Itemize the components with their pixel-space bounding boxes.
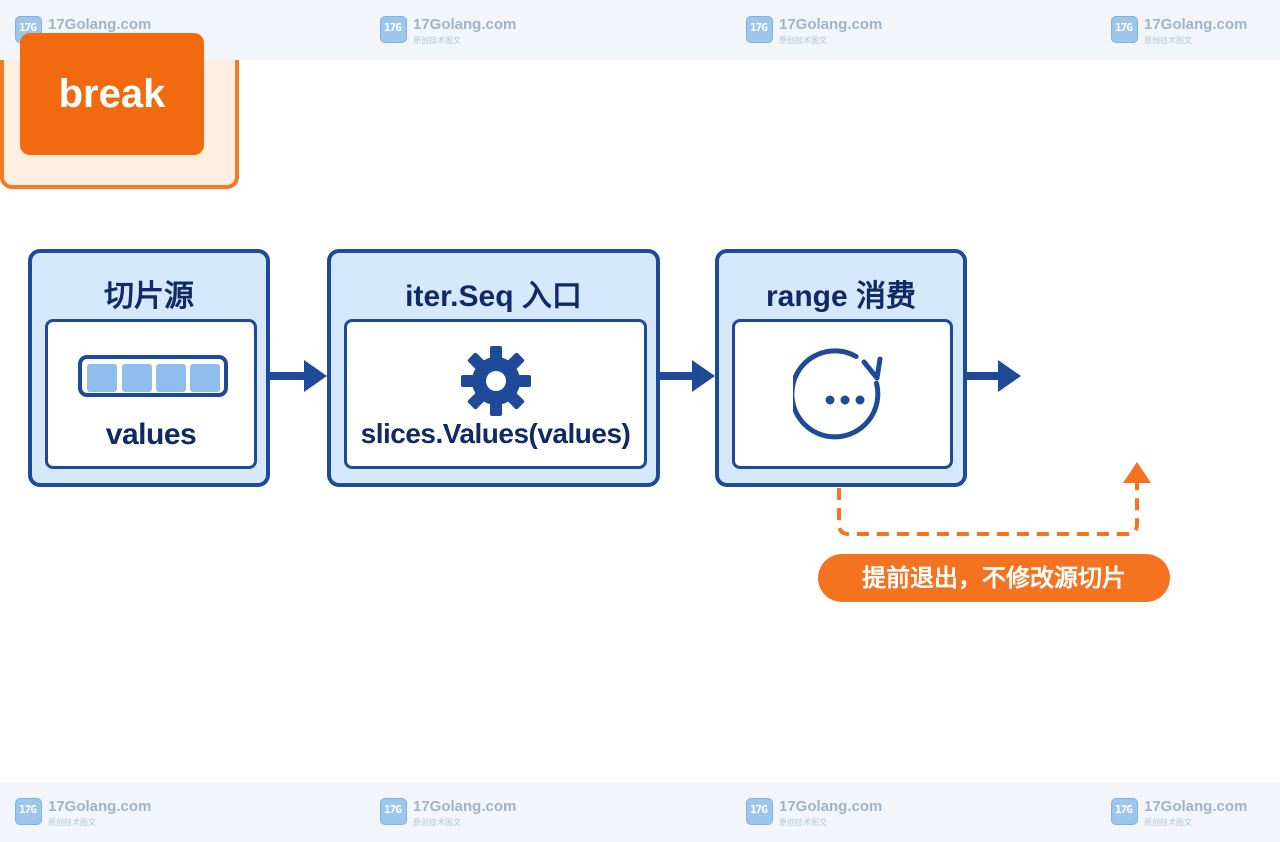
watermark-logo-icon: 17G xyxy=(1111,16,1138,43)
watermark-tagline: 原创技术图文 xyxy=(413,36,461,45)
node-inner-panel xyxy=(732,319,953,469)
watermark-tagline: 原创技术图文 xyxy=(779,818,827,827)
node-slice-source: 切片源 values xyxy=(28,249,270,487)
watermark-tagline: 原创技术图文 xyxy=(779,36,827,45)
node-label: slices.Values(values) xyxy=(360,418,631,449)
watermark-logo-icon: 17G xyxy=(380,16,407,43)
node-title: 切片源 xyxy=(104,280,194,313)
watermark-brand: 17Golang.com xyxy=(1144,798,1248,815)
slice-slot xyxy=(156,364,186,392)
node-title: iter.Seq 入口 xyxy=(405,280,582,313)
slice-slot xyxy=(122,364,152,392)
node-range-consume: range 消费 xyxy=(715,249,967,487)
arrow-source-to-seq xyxy=(270,360,327,392)
watermark-band-bottom: 17G 17Golang.com 原创技术图文 17G 17Golang.com… xyxy=(0,782,1280,842)
watermark-tagline: 原创技术图文 xyxy=(48,818,96,827)
node-inner-panel: values xyxy=(45,319,257,469)
slice-slot xyxy=(190,364,220,392)
watermark-tagline: 原创技术图文 xyxy=(413,818,461,827)
watermark-tagline: 原创技术图文 xyxy=(1144,818,1192,827)
arrow-consume-to-break xyxy=(967,360,1021,392)
watermark-logo-icon: 17G xyxy=(746,798,773,825)
dashed-early-exit-path xyxy=(837,462,1151,536)
watermark-brand: 17Golang.com xyxy=(413,16,517,33)
watermark-logo-icon: 17G xyxy=(1111,798,1138,825)
watermark-logo-icon: 17G xyxy=(15,798,42,825)
break-label: break xyxy=(20,33,204,155)
watermark-logo-icon: 17G xyxy=(380,798,407,825)
watermark-brand: 17Golang.com xyxy=(413,798,517,815)
arrow-seq-to-consume xyxy=(660,360,715,392)
slice-slots-icon xyxy=(78,355,228,397)
watermark-brand: 17Golang.com xyxy=(779,798,883,815)
loop-dots-icon xyxy=(793,348,883,440)
watermark-brand: 17Golang.com xyxy=(48,16,152,33)
early-exit-note: 提前退出，不修改源切片 xyxy=(818,554,1170,602)
watermark-brand: 17Golang.com xyxy=(48,798,152,815)
watermark-band-top: 17G 17Golang.com 原创技术图文 17G 17Golang.com… xyxy=(0,0,1280,60)
watermark-brand: 17Golang.com xyxy=(1144,16,1248,33)
node-label: values xyxy=(105,418,197,451)
watermark-tagline: 原创技术图文 xyxy=(1144,36,1192,45)
watermark-brand: 17Golang.com xyxy=(779,16,883,33)
node-inner-panel: slices.Values(values) xyxy=(344,319,647,469)
watermark-logo-icon: 17G xyxy=(746,16,773,43)
node-title: range 消费 xyxy=(765,280,917,313)
gear-icon xyxy=(461,346,531,416)
slice-slot xyxy=(87,364,117,392)
node-iter-seq: iter.Seq 入口 slices.Values(values) xyxy=(327,249,660,487)
